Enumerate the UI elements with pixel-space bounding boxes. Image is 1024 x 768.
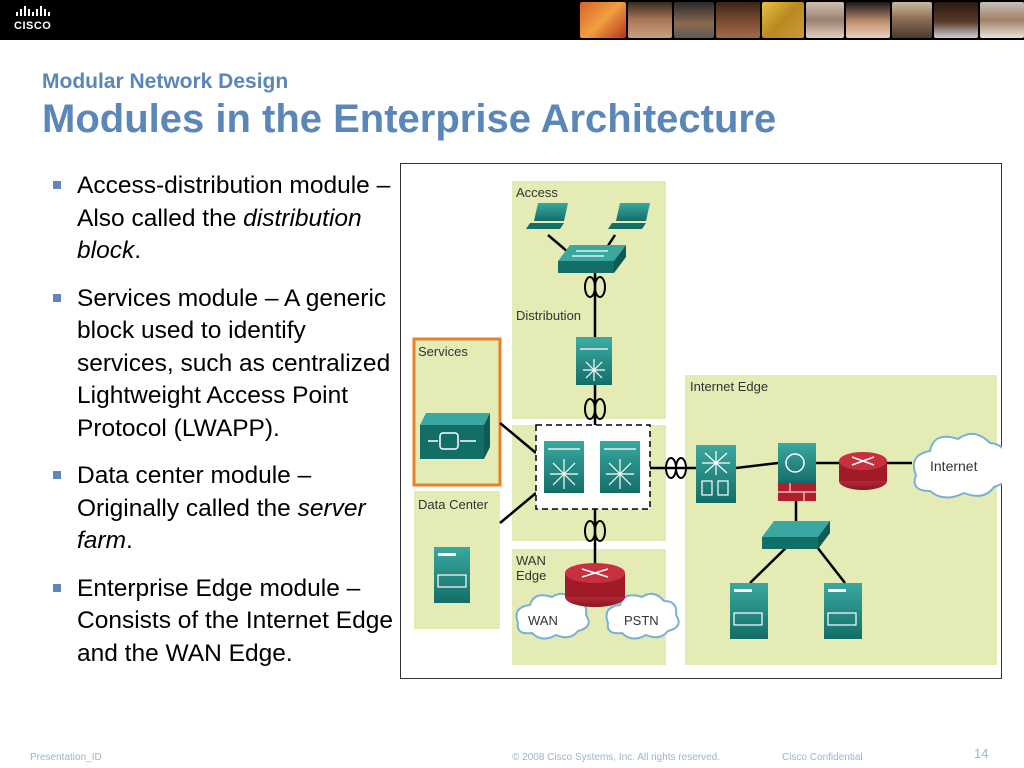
slide-subtitle: Modular Network Design <box>42 70 289 93</box>
slide-title: Modules in the Enterprise Architecture <box>42 97 777 141</box>
wan-cloud-icon: WAN <box>515 592 590 640</box>
enterprise-architecture-diagram: Access Distribution Services Data Center… <box>400 163 1002 679</box>
server-icon <box>434 547 470 603</box>
internet-edge-label: Internet Edge <box>690 379 768 394</box>
logo-text: CISCO <box>14 20 52 32</box>
access-label: Access <box>516 185 558 200</box>
bullet-square-icon <box>53 583 61 592</box>
data-center-label: Data Center <box>418 497 489 512</box>
services-module <box>412 337 502 487</box>
internet-cloud-icon: Internet <box>912 432 1002 499</box>
dmz-server-icon <box>730 583 768 639</box>
bullet-item: Services module – A generic block used t… <box>50 283 400 446</box>
bullet-item: Access-distribution module – Also called… <box>50 170 400 268</box>
bullet-square-icon <box>53 471 61 479</box>
wan-cloud-label: WAN <box>528 613 558 628</box>
distribution-switch-icon <box>576 337 612 385</box>
pstn-cloud-label: PSTN <box>624 613 659 628</box>
internet-cloud-label: Internet <box>930 458 978 474</box>
footer-confidential: Cisco Confidential <box>782 752 863 763</box>
footer-copyright: © 2008 Cisco Systems, Inc. All rights re… <box>512 752 721 763</box>
services-label: Services <box>418 344 468 359</box>
bullet-list: Access-distribution module – Also called… <box>50 170 400 685</box>
bullet-item: Data center module – Originally called t… <box>50 460 400 558</box>
core-switch-icon <box>544 441 584 493</box>
core-switch-icon <box>600 441 640 493</box>
cisco-logo-icon <box>16 6 50 16</box>
edge-router-icon <box>839 452 887 490</box>
footer-presentation-id: Presentation_ID <box>30 752 102 763</box>
access-switch-icon <box>558 245 626 273</box>
distribution-label: Distribution <box>516 308 581 323</box>
wan-edge-label-line1: WAN <box>516 553 546 568</box>
services-appliance-icon <box>420 413 490 459</box>
bullet-item: Enterprise Edge module – Consists of the… <box>50 573 400 671</box>
page-number: 14 <box>974 746 989 761</box>
header-bar: CISCO <box>0 0 1024 40</box>
etherchannel-icons <box>584 276 687 542</box>
laptop-icon <box>526 203 568 229</box>
firewall-icon <box>778 443 816 501</box>
laptop-icon <box>608 203 650 229</box>
edge-switch-icon <box>696 445 736 503</box>
dmz-switch-icon <box>762 521 830 549</box>
bullet-square-icon <box>53 293 61 302</box>
dmz-server-icon <box>824 583 862 639</box>
bullet-square-icon <box>53 181 61 189</box>
wan-edge-label-line2: Edge <box>516 568 546 583</box>
wan-router-icon <box>565 563 625 607</box>
header-photo-banner <box>580 0 1024 40</box>
